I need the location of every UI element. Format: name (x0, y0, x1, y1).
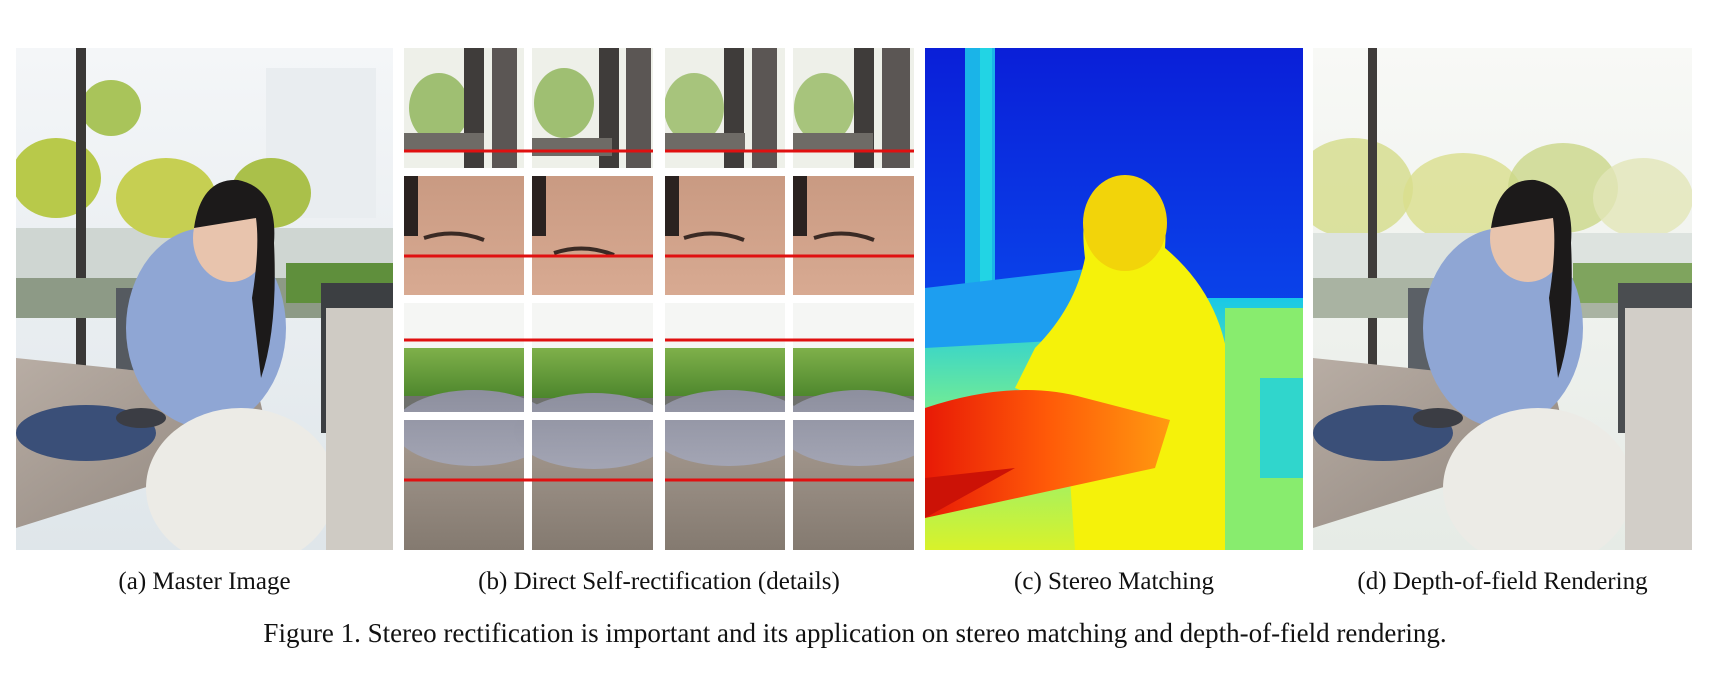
subfigure-caption-c: (c) Stereo Matching (1014, 568, 1214, 595)
master-image-photo (16, 48, 393, 550)
rectification-lines (404, 149, 914, 482)
self-rectification-details-grid (404, 48, 914, 550)
figure-caption: Figure 1. Stereo rectification is import… (263, 618, 1447, 648)
depth-of-field-rendering-photo (1313, 48, 1692, 550)
subfigure-caption-b: (b) Direct Self-rectification (details) (478, 568, 840, 595)
subfigure-caption-d: (d) Depth-of-field Rendering (1357, 568, 1648, 595)
stereo-matching-depth-map (925, 48, 1303, 550)
subfigure-caption-a: (a) Master Image (118, 568, 291, 595)
